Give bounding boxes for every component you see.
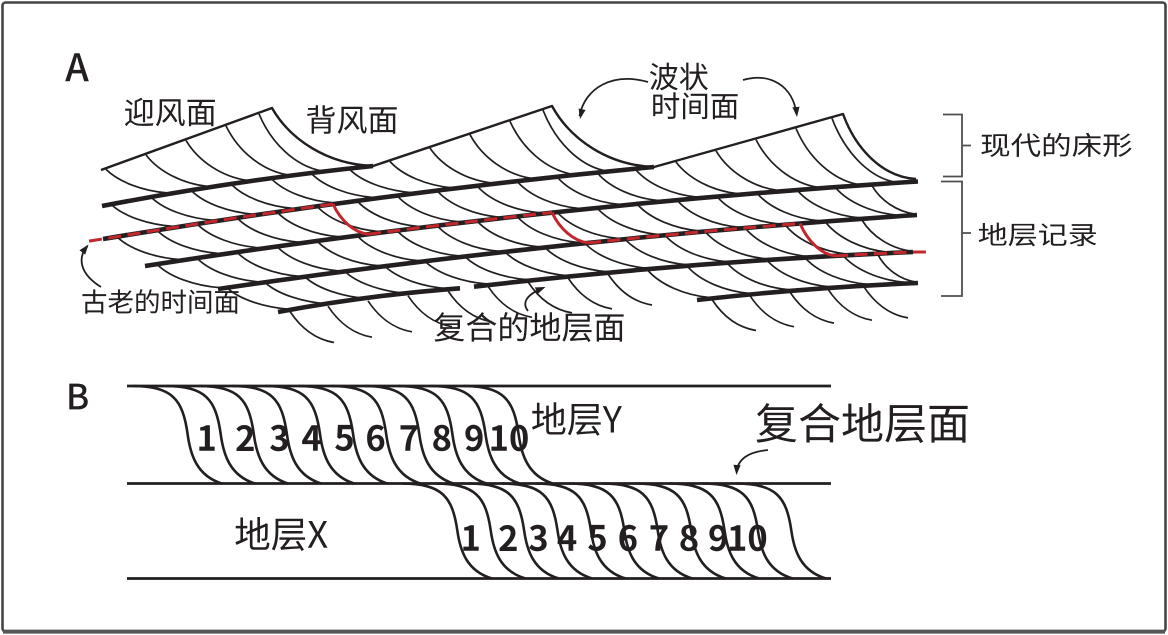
lower-lamina-number-7 [650,525,668,551]
lower-lamina-number-4 [557,525,577,551]
time-surface-red-solid [331,203,836,258]
arrowhead-composite-b-icon [733,464,741,475]
set-boundary-1 [101,163,374,209]
arrowheads-a [79,106,800,295]
panel-b-letter [69,383,88,410]
panel-a-letter [65,53,89,82]
label-modern-bedform [981,132,1132,158]
label-composite-surface-a [434,312,624,342]
set-boundary-5b [473,249,914,289]
arrow-wavy-right [742,76,798,115]
upper-lamina-number-5 [335,424,353,451]
label-stratum-y [531,402,622,436]
label-windward-face [124,97,215,127]
arrowhead-ancient-icon [79,244,89,255]
label-strata-record [978,222,1097,247]
label-stratum-x [235,517,328,551]
upper-lamina-number-9 [465,424,483,452]
label-wavy-line1 [649,62,708,91]
time-surface-red-dashed [88,202,929,258]
upper-lamina-number-1 [199,425,215,451]
lower-lamina-number-5 [588,524,606,551]
lower-lamina-number-3 [529,524,547,552]
upper-lamina-number-4 [302,425,321,451]
lower-lamina-number-9 [709,524,727,552]
upper-lamina-number-8 [433,424,451,452]
stratum-y-foreset-laminae [132,384,554,485]
arrowhead-wavy-left-icon [578,108,586,119]
lower-lamina-number-10 [729,524,767,552]
label-wavy-line2 [653,92,738,120]
upper-lamina-number-6 [367,424,385,452]
arrow-wavy-left [578,78,649,117]
upper-lamina-number-3 [270,424,288,452]
lower-lamina-number-2 [499,524,517,551]
set-boundary-2 [102,164,655,242]
arrowhead-composite-a-icon [534,287,546,295]
panel-b [127,384,831,580]
upper-lamina-number-10 [491,424,528,452]
lower-lamina-number-8 [680,524,698,552]
cross-laminae [105,109,917,344]
set-boundary-5a [277,286,461,315]
upper-lamina-number-2 [236,424,254,451]
bracket-modern-bedform [943,113,971,178]
bracket-strata-record [941,180,971,297]
upper-lamina-number-7 [400,425,418,451]
lower-lamina-number-1 [463,525,479,551]
set-boundary-6 [696,280,919,303]
brackets [941,113,971,297]
labels [65,53,1132,552]
arrowhead-wavy-right-icon [792,106,800,117]
set-boundary-4 [217,212,918,292]
modern-bedform-surface [100,104,917,181]
label-composite-surface-b [756,402,968,444]
label-ancient-time-surface [82,289,239,314]
panel-a [79,76,971,344]
label-leeward-face [307,105,397,134]
lower-lamina-number-6 [619,524,637,552]
